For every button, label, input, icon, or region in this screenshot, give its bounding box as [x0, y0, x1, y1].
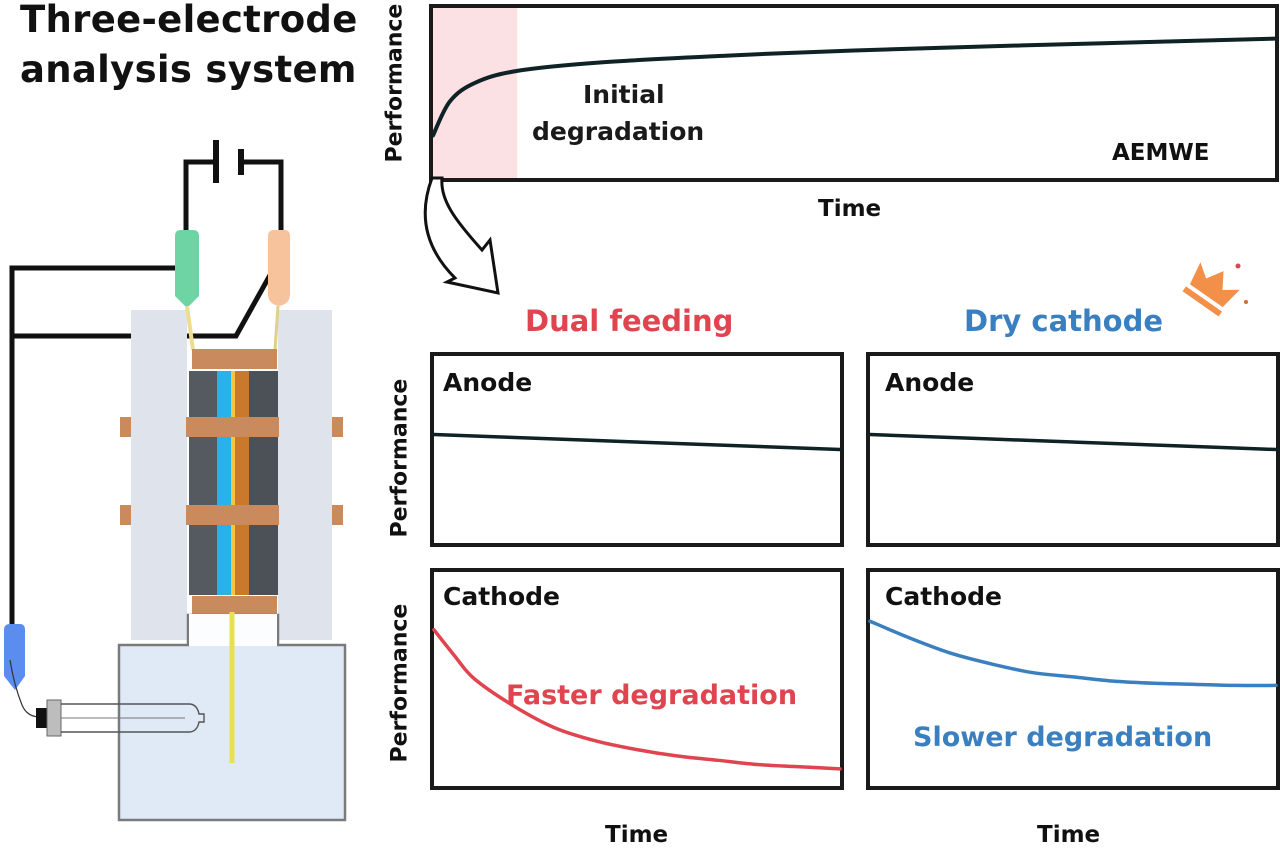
condition-title-dry-cathode: Dry cathode — [964, 304, 1163, 338]
crown-icon — [1182, 262, 1248, 317]
faster-degradation-label: Faster degradation — [506, 680, 798, 711]
initial-degradation-region — [433, 8, 518, 178]
end-plate-bottom — [192, 596, 277, 615]
dry-cathode-anode-plot — [868, 432, 1278, 452]
top-chart-panel — [429, 4, 1279, 182]
three-electrode-cell-illustration — [4, 140, 347, 822]
working-electrode-clip — [175, 230, 199, 308]
dry-cathode-cathode-label: Cathode — [885, 582, 1002, 611]
cell-housing-left — [131, 310, 187, 640]
reference-electrode-cap — [36, 708, 48, 728]
counter-electrode-clip — [268, 230, 290, 306]
dual-feeding-anode-label: Anode — [443, 368, 533, 397]
clamp-bar-2 — [186, 505, 279, 525]
top-chart-xlabel: Time — [818, 196, 882, 222]
dual-feeding-anode-line — [432, 432, 842, 452]
initial-degradation-label-line1: Initial — [583, 80, 665, 109]
wire-to-working-electrode — [183, 159, 216, 235]
wire-sense-loop-2 — [12, 266, 277, 339]
dual-feeding-anode-panel — [430, 352, 844, 547]
system-label-aemwe: AEMWE — [1112, 140, 1210, 166]
power-source-icon — [213, 140, 244, 183]
gas-diffusion-layer-right — [249, 371, 278, 595]
dual-feeding-anode-plot — [432, 432, 842, 452]
dual-feeding-cathode-line — [432, 628, 842, 771]
condition-title-dual-feeding: Dual feeding — [525, 304, 734, 338]
dry-cathode-anode-label: Anode — [885, 368, 975, 397]
membrane — [217, 371, 231, 595]
dry-cathode-anode-line — [868, 432, 1278, 452]
diagram-title-line1: Three-electrode — [20, 0, 358, 41]
reference-electrode-clip — [4, 624, 25, 690]
initial-degradation-label-line2: degradation — [532, 117, 705, 146]
copper-layer — [235, 371, 249, 595]
clamp-bar-1 — [186, 417, 279, 437]
diagram-title-line2: analysis system — [20, 48, 357, 91]
cell-housing-right — [278, 310, 332, 640]
dry-cathode-cathode-line — [868, 619, 1278, 688]
dry-cathode-cathode-panel — [866, 568, 1280, 790]
dual-feeding-cathode-label: Cathode — [443, 582, 560, 611]
reference-electrode-tube — [61, 703, 205, 733]
dual-feeding-xlabel: Time — [605, 822, 669, 848]
wire-sense-loop — [9, 265, 176, 625]
dual-feeding-cathode-plot — [432, 628, 842, 771]
dual-feeding-cathode-panel — [430, 568, 844, 790]
gas-diffusion-layer-left — [189, 371, 219, 595]
curved-arrow-icon — [423, 176, 500, 295]
dry-cathode-xlabel: Time — [1037, 822, 1101, 848]
catalyst-layer — [231, 371, 235, 595]
dry-cathode-cathode-plot — [868, 619, 1278, 688]
end-plate-top — [192, 349, 277, 369]
slower-degradation-label: Slower degradation — [913, 722, 1213, 753]
cathode-row-ylabel: Performance — [387, 603, 413, 763]
wire-to-counter-electrode — [241, 159, 284, 235]
anode-row-ylabel: Performance — [387, 378, 413, 538]
top-chart-ylabel: Performance — [382, 3, 408, 163]
top-chart-plot — [431, 8, 1277, 178]
dry-cathode-anode-panel — [866, 352, 1280, 547]
aemwe-performance-line — [431, 36, 1277, 138]
